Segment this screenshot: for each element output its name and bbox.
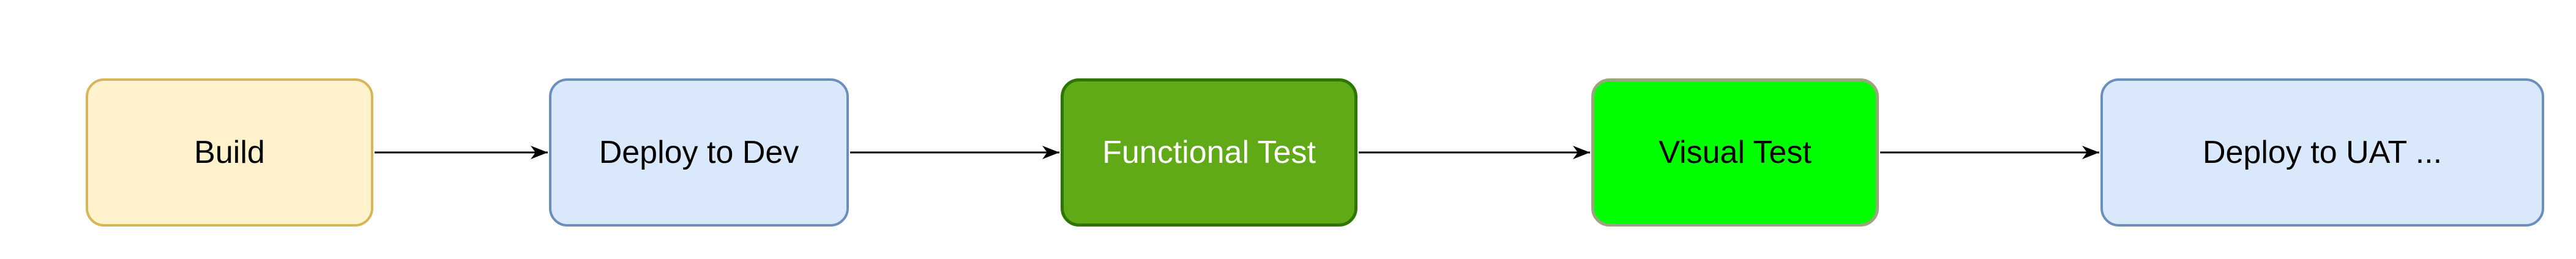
node-deploy-to-uat[interactable]: Deploy to UAT ... (2100, 78, 2544, 227)
node-label: Visual Test (1659, 134, 1812, 170)
node-build[interactable]: Build (86, 78, 373, 227)
node-label: Deploy to Dev (599, 134, 799, 170)
node-label: Build (194, 134, 265, 170)
node-label: Functional Test (1102, 134, 1316, 170)
node-functional-test[interactable]: Functional Test (1061, 78, 1357, 227)
node-deploy-to-dev[interactable]: Deploy to Dev (549, 78, 849, 227)
node-label: Deploy to UAT ... (2202, 134, 2443, 170)
node-visual-test[interactable]: Visual Test (1591, 78, 1879, 227)
